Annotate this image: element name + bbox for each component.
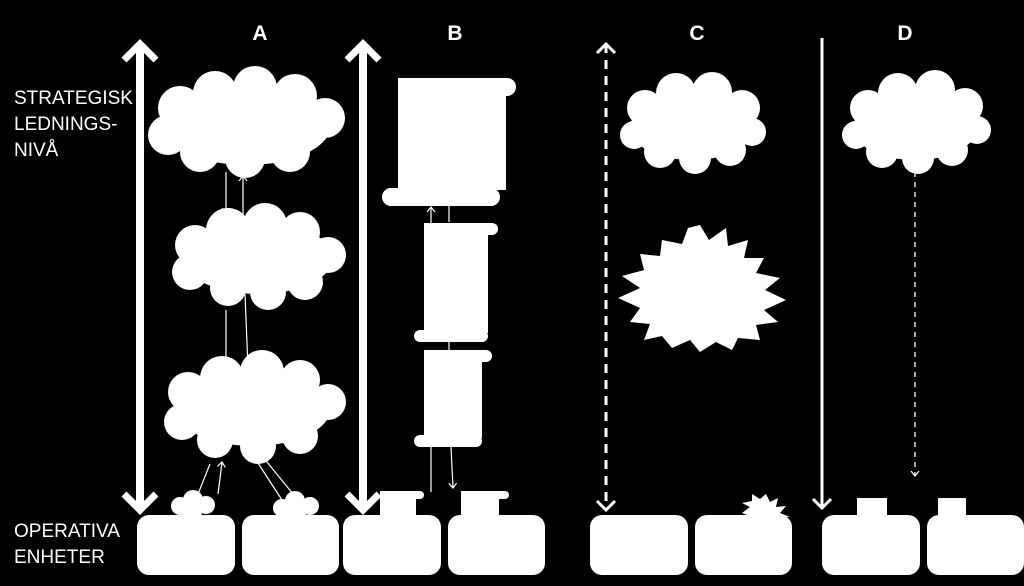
strategic-label-line-2: LEDNINGS- — [14, 114, 118, 135]
cloud-icon — [172, 203, 346, 310]
scroll-document-icon — [414, 223, 498, 342]
connector-line — [244, 293, 249, 369]
column-d-diagram — [811, 38, 1024, 575]
cloud-icon — [842, 70, 991, 174]
operative-unit-icon — [590, 515, 688, 575]
operative-unit-with-block-icon — [927, 498, 1024, 575]
strategic-level-label: STRATEGISK LEDNINGS- NIVÅ — [14, 86, 133, 164]
operative-unit-icon — [137, 515, 235, 575]
column-c-diagram — [590, 41, 792, 575]
column-label-b: B — [447, 22, 463, 45]
strategic-label-line-1: STRATEGISK — [14, 88, 133, 109]
arrow-up — [218, 462, 222, 495]
cloud-icon — [164, 350, 346, 464]
scroll-document-icon — [414, 350, 492, 447]
starburst-icon — [618, 225, 786, 352]
scroll-document-icon — [382, 78, 516, 206]
strategic-label-line-3: NIVÅ — [14, 140, 59, 161]
operative-label-line-2: ENHETER — [14, 547, 105, 568]
connector-line — [197, 463, 211, 495]
operative-unit-with-document-icon — [448, 491, 545, 575]
column-label-d: D — [897, 22, 913, 45]
operative-unit-with-document-icon — [343, 491, 441, 575]
arrow-down — [451, 446, 453, 488]
cloud-icon — [148, 66, 345, 178]
column-b-diagram — [343, 39, 545, 575]
column-a-diagram — [121, 39, 346, 575]
connector-line — [255, 459, 283, 501]
operative-unit-icon — [242, 515, 339, 575]
operative-units-label: OPERATIVA ENHETER — [14, 519, 120, 571]
column-label-c: C — [689, 22, 705, 45]
column-label-a: A — [252, 22, 268, 45]
cloud-icon — [620, 72, 766, 174]
operative-unit-with-block-icon — [822, 498, 920, 575]
operative-unit-with-starburst-icon — [695, 494, 792, 575]
operative-label-line-1: OPERATIVA — [14, 521, 120, 542]
